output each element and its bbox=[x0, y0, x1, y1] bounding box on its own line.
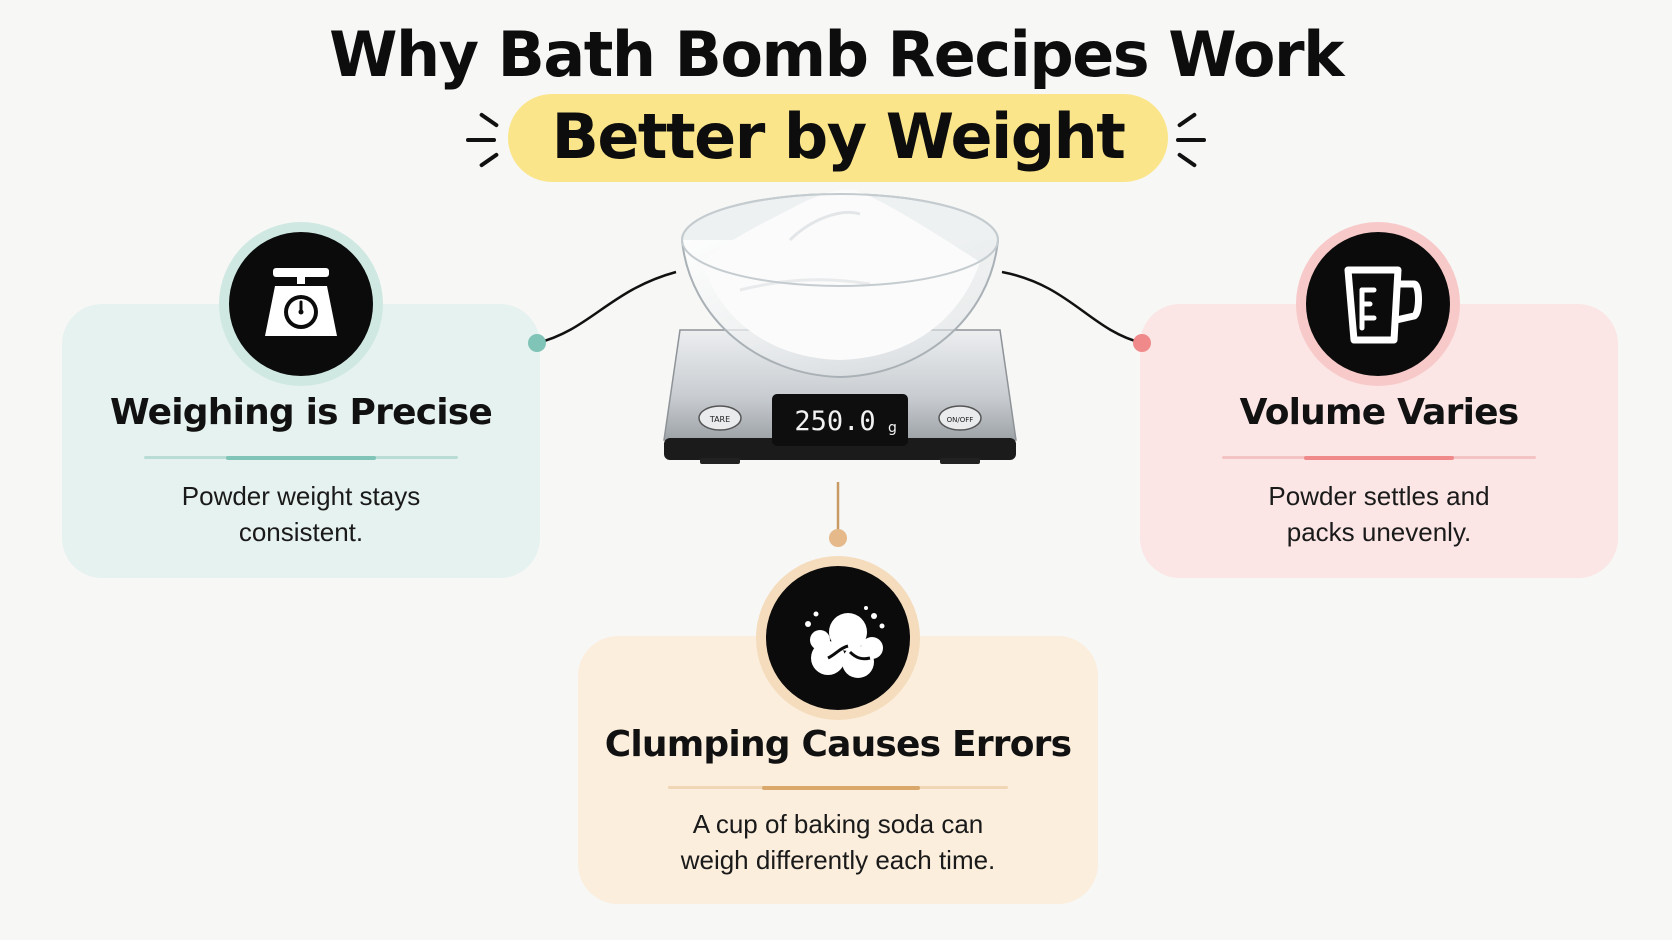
scale-with-bowl-illustration: 250.0 g TARE ON/OFF bbox=[663, 189, 1017, 464]
connector-dot-left bbox=[528, 334, 546, 352]
volume-divider-accent bbox=[1304, 456, 1454, 460]
volume-desc-line-1: Powder settles and bbox=[1268, 481, 1490, 511]
title-highlight bbox=[508, 94, 1168, 182]
scale-display bbox=[772, 394, 908, 446]
weighing-desc-line-1: Powder weight stays bbox=[181, 481, 421, 511]
connector-left bbox=[536, 270, 677, 345]
title-line-2: Better by Weight bbox=[551, 100, 1126, 173]
volume-title: Volume Varies bbox=[1239, 392, 1520, 433]
title-line-1: Why Bath Bomb Recipes Work bbox=[329, 18, 1344, 91]
clumping-desc-line-1: A cup of baking soda can bbox=[692, 809, 984, 839]
weighing-icon-ring bbox=[219, 222, 383, 386]
clumping-icon-ring bbox=[756, 556, 920, 720]
volume-icon-ring bbox=[1296, 222, 1460, 386]
weighing-divider-accent bbox=[226, 456, 376, 460]
kitchen-scale-icon bbox=[265, 268, 337, 336]
connector-dot-right bbox=[1133, 334, 1151, 352]
volume-desc-line-2: packs unevenly. bbox=[1286, 517, 1472, 547]
weighing-desc-line-2: consistent. bbox=[238, 517, 364, 547]
sparkle-mark bbox=[1176, 138, 1206, 142]
onoff-label: ON/OFF bbox=[947, 416, 974, 424]
tare-button bbox=[698, 405, 742, 431]
tare-label: TARE bbox=[709, 415, 730, 424]
onoff-button bbox=[938, 405, 982, 431]
measuring-cup-icon bbox=[1344, 266, 1422, 344]
sparkle-mark bbox=[466, 138, 496, 142]
connector-dot-bottom bbox=[829, 529, 847, 547]
clumping-divider-accent bbox=[762, 786, 920, 790]
scale-unit: g bbox=[888, 420, 897, 436]
weighing-title: Weighing is Precise bbox=[109, 392, 493, 433]
scale-reading: 250.0 bbox=[794, 406, 875, 437]
clumps-icon bbox=[805, 606, 885, 678]
clumping-desc-line-2: weigh differently each time. bbox=[680, 845, 996, 875]
clumping-title: Clumping Causes Errors bbox=[604, 724, 1072, 765]
connector-right bbox=[1001, 270, 1143, 345]
